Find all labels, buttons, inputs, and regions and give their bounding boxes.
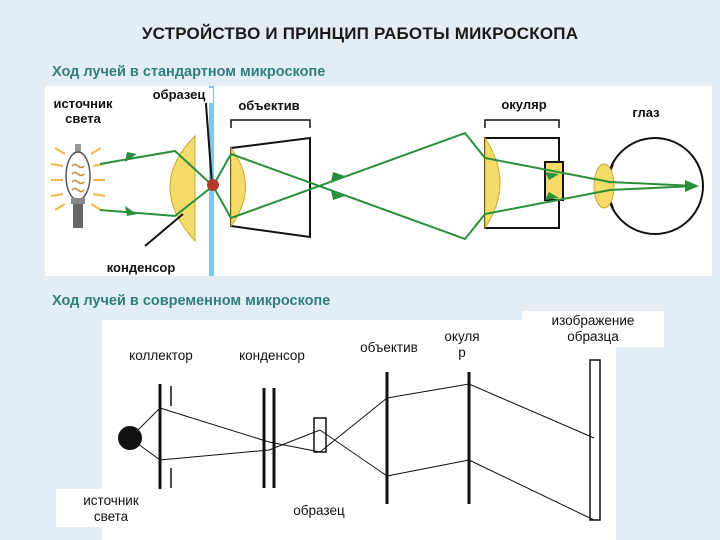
section1-heading: Ход лучей в стандартном микроскопе <box>52 64 326 80</box>
page-title: УСТРОЙСТВО И ПРИНЦИП РАБОТЫ МИКРОСКОПА <box>141 24 579 43</box>
label-image-line1: изображение <box>551 313 635 328</box>
section2-heading: Ход лучей в современном микроскопе <box>52 293 331 309</box>
condenser-lens <box>262 388 276 488</box>
condenser-lens <box>169 134 196 243</box>
label-source-line1: источник <box>53 96 113 111</box>
specimen-dot <box>207 179 219 191</box>
light-rays <box>129 383 595 521</box>
condenser-pointer <box>144 213 184 247</box>
label-eyepiece-modern: окуля р <box>440 329 484 362</box>
label-collector: коллектор <box>118 348 204 365</box>
label-source-modern-line2: света <box>93 509 129 525</box>
image-plane <box>589 359 601 521</box>
label-source-modern-line1: источник <box>83 493 139 508</box>
label-source: источник света <box>46 96 120 127</box>
label-source-modern: источник света <box>56 489 166 528</box>
standard-microscope-diagram <box>45 86 712 276</box>
label-specimen-modern: образец <box>282 503 356 520</box>
label-source-line2: света <box>65 110 101 126</box>
eye-icon <box>593 137 704 235</box>
label-eyepiece-line1: окуля <box>444 329 480 344</box>
label-eyepiece: окуляр <box>490 97 558 113</box>
objective-bracket <box>230 119 311 128</box>
light-rays <box>99 131 696 241</box>
label-specimen: образец <box>145 87 213 103</box>
ray-arrows <box>125 152 699 216</box>
label-image-line2: образца <box>567 329 619 345</box>
eyepiece-bracket <box>484 119 560 128</box>
label-condenser-modern: конденсор <box>228 348 316 365</box>
modern-optics-svg <box>118 359 601 521</box>
label-eyepiece-line2: р <box>458 345 466 361</box>
standard-optics-svg <box>50 86 704 276</box>
light-bulb-icon <box>50 144 106 228</box>
label-eye: глаз <box>624 105 668 121</box>
label-objective-modern: объектив <box>350 340 428 357</box>
label-condenser: конденсор <box>96 260 186 276</box>
label-objective: объектив <box>228 98 310 114</box>
label-image: изображение образца <box>522 311 664 348</box>
specimen-slide <box>313 417 327 453</box>
